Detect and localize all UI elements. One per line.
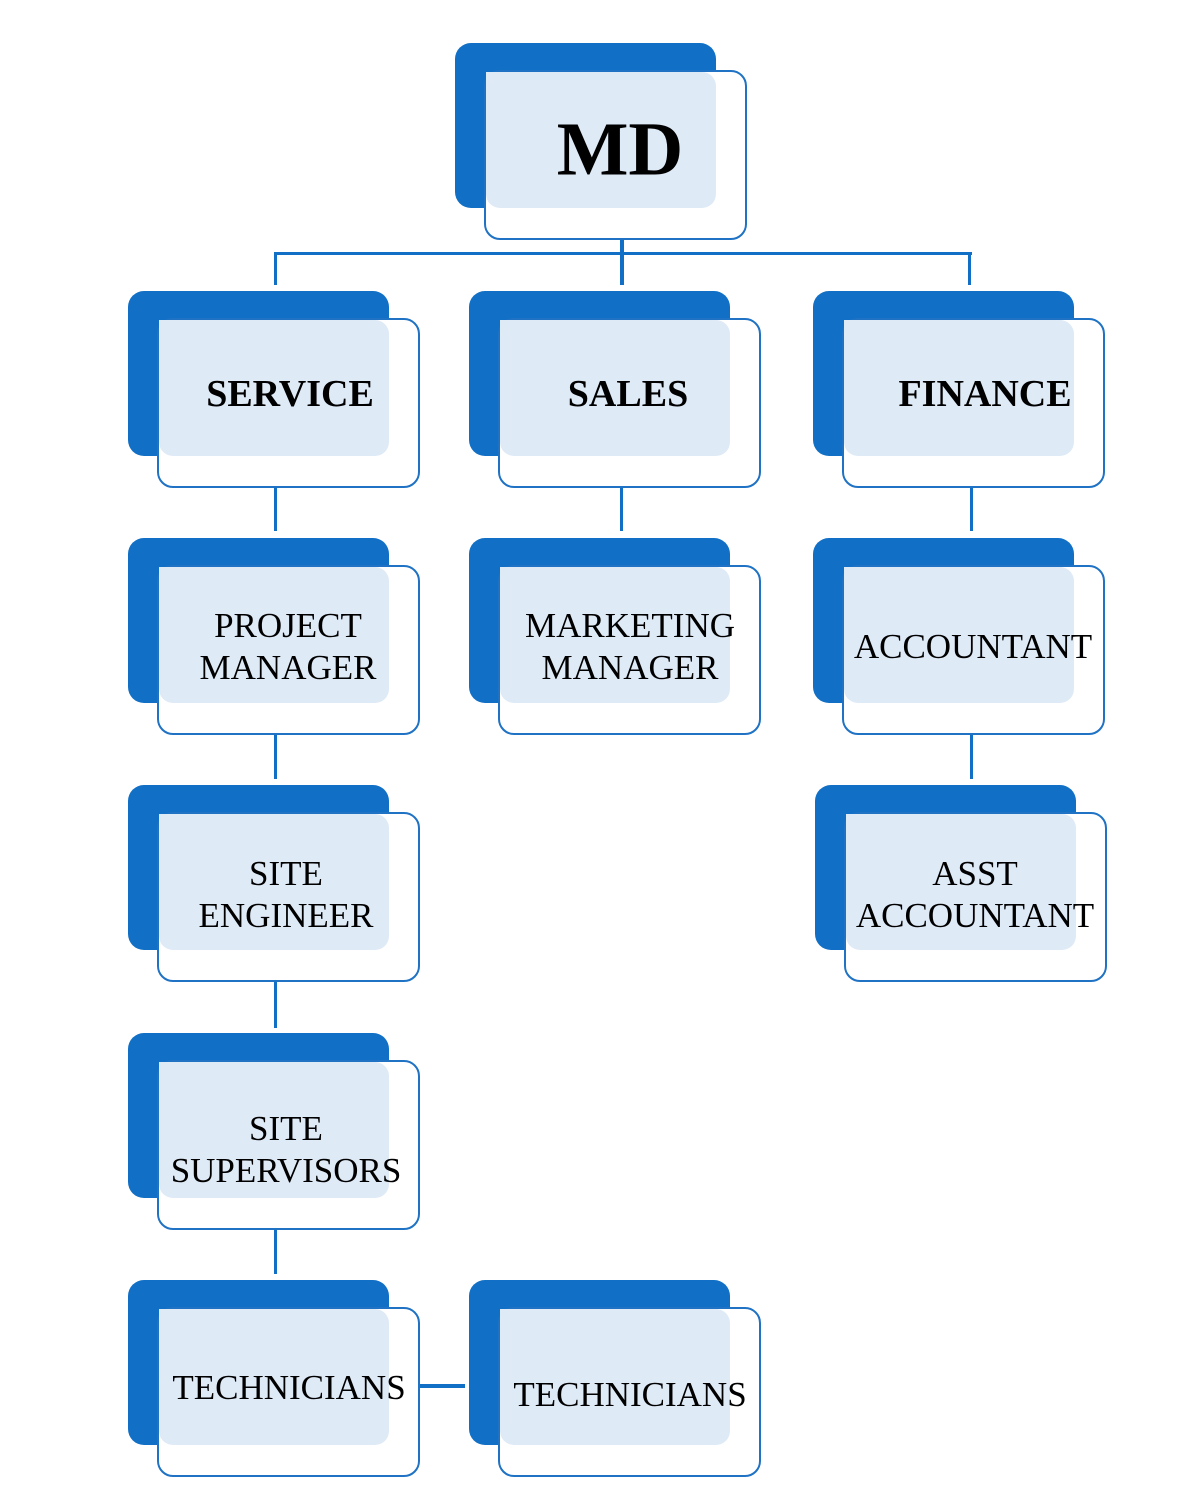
connector-md-bus [620,215,624,285]
connector-sales-mm [620,467,623,531]
connector-ss-tech [274,1210,277,1274]
node-md-label: MD [556,107,684,192]
node-marketing-manager-label-line1: MARKETING [525,606,735,645]
node-accountant-overlap-fill [844,567,1074,703]
node-technicians-1-overlap-fill [159,1309,389,1445]
node-technicians-2-label: TECHNICIANS [513,1375,747,1414]
node-sales-overlap-fill [500,320,730,456]
node-md-overlap-fill [486,72,716,208]
node-service-overlap-fill [159,320,389,456]
node-asst-accountant-label-line1: ASST [932,854,1018,893]
connector-service-pm [274,467,277,531]
node-service-label: SERVICE [206,373,374,416]
node-accountant-label: ACCOUNTANT [853,627,1093,666]
node-site-supervisors-overlap-fill [159,1062,389,1198]
connector-tech-tech [420,1384,465,1388]
connector-se-ss [274,963,277,1028]
node-site-engineer-overlap-fill [159,814,389,950]
node-site-supervisors-label-line1: SITE [249,1109,323,1148]
node-finance-overlap-fill [844,320,1074,456]
node-project-manager-overlap-fill [159,567,389,703]
node-marketing-manager-overlap-fill [500,567,730,703]
node-site-supervisors-label-line2: SUPERVISORS [170,1151,402,1190]
node-finance-label: FINANCE [898,373,1072,416]
connector-finance-acc [970,467,973,531]
node-technicians-1-label: TECHNICIANS [172,1368,406,1407]
connector-bus-service [274,252,277,285]
node-project-manager-label-line2: MANAGER [199,648,377,687]
connector-top-bus [274,252,972,255]
node-site-engineer-label-line1: SITE [249,854,323,893]
connector-acc-asst [970,715,973,779]
node-site-engineer-label-line2: ENGINEER [198,896,374,935]
node-marketing-manager-label-line2: MANAGER [541,648,719,687]
connector-bus-finance [968,252,971,285]
node-sales-label: SALES [567,373,689,416]
connector-pm-se [274,715,277,779]
node-asst-accountant-label-line2: ACCOUNTANT [855,896,1095,935]
node-asst-accountant-overlap-fill [846,814,1076,950]
node-project-manager-label-line1: PROJECT [214,606,362,645]
node-technicians-2-overlap-fill [500,1309,730,1445]
